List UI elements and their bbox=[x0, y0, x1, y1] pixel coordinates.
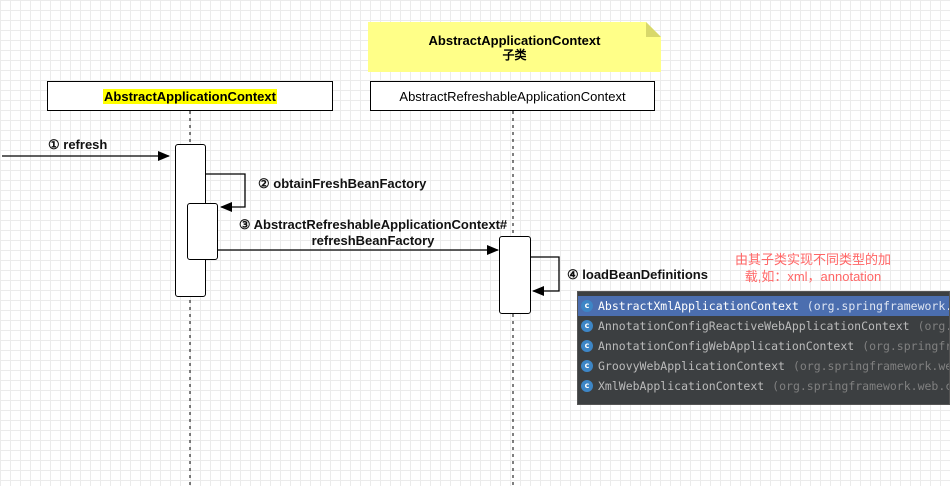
obtain-self-arrow bbox=[205, 173, 246, 212]
class-icon: c bbox=[581, 360, 593, 372]
popup-item[interactable]: c AnnotationConfigReactiveWebApplication… bbox=[578, 316, 949, 336]
message-load-label: ④ loadBeanDefinitions bbox=[567, 267, 708, 282]
note-subtitle: 子类 bbox=[502, 48, 527, 62]
lifeline-head-label: AbstractRefreshableApplicationContext bbox=[399, 88, 626, 104]
annotation-line-1: 由其子类实现不同类型的加 bbox=[734, 252, 891, 267]
class-icon: c bbox=[581, 320, 593, 332]
popup-item[interactable]: c AnnotationConfigWebApplicationContext … bbox=[578, 336, 949, 356]
popup-item-name: GroovyWebApplicationContext bbox=[598, 359, 785, 373]
lifeline-head-abstract-application-context: AbstractApplicationContext bbox=[47, 81, 333, 111]
popup-item-package: (org.springframework. bbox=[806, 299, 950, 313]
popup-item-package: (org.springframework.we bbox=[792, 359, 950, 373]
popup-item-package: (org. bbox=[917, 319, 950, 333]
class-icon: c bbox=[581, 340, 593, 352]
popup-item-name: AnnotationConfigWebApplicationContext bbox=[598, 339, 855, 353]
lifeline-head-abstract-refreshable-context: AbstractRefreshableApplicationContext bbox=[370, 81, 655, 111]
activation-bar-load bbox=[499, 236, 531, 314]
popup-item-name: AnnotationConfigReactiveWebApplicationCo… bbox=[598, 319, 910, 333]
popup-item-package: (org.springframework.web.c bbox=[772, 379, 950, 393]
message-refresh-bean-factory-label: ③ AbstractRefreshableApplicationContext#… bbox=[223, 217, 523, 249]
yellow-note: AbstractApplicationContext 子类 bbox=[368, 22, 661, 72]
message-obtain-label: ② obtainFreshBeanFactory bbox=[258, 176, 427, 191]
popup-item-package: (org.springfr bbox=[862, 339, 950, 353]
message-line-1: ③ AbstractRefreshableApplicationContext# bbox=[238, 217, 508, 232]
popup-item[interactable]: c XmlWebApplicationContext (org.springfr… bbox=[578, 376, 949, 396]
activation-bar-obtain bbox=[187, 203, 218, 260]
popup-item[interactable]: c GroovyWebApplicationContext (org.sprin… bbox=[578, 356, 949, 376]
popup-item-name: AbstractXmlApplicationContext bbox=[598, 299, 799, 313]
message-line-2: refreshBeanFactory bbox=[311, 233, 435, 248]
popup-item-name: XmlWebApplicationContext bbox=[598, 379, 765, 393]
class-icon: c bbox=[581, 300, 593, 312]
class-icon: c bbox=[581, 380, 593, 392]
message-refresh-label: ① refresh bbox=[48, 137, 108, 152]
implementations-popup: c AbstractXmlApplicationContext (org.spr… bbox=[577, 291, 950, 405]
load-self-arrow bbox=[531, 256, 560, 296]
note-title: AbstractApplicationContext bbox=[428, 33, 601, 48]
popup-item[interactable]: c AbstractXmlApplicationContext (org.spr… bbox=[578, 296, 949, 316]
lifeline-head-label: AbstractApplicationContext bbox=[103, 88, 277, 104]
annotation-line-2: 载,如：xml，annotation bbox=[744, 269, 882, 284]
subclass-annotation: 由其子类实现不同类型的加 载,如：xml，annotation bbox=[733, 251, 893, 285]
